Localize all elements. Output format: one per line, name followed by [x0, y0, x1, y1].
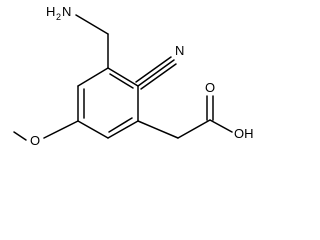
nitrile-group: N [135, 43, 184, 90]
acetic-acid-group: O OH [137, 80, 254, 141]
nitrile-triple-bond-center [137, 59, 175, 87]
bond-ch2-carboxyl [177, 119, 211, 139]
bond-carboxyl-oh [209, 119, 233, 133]
ring-bond-c1-c2 [107, 67, 139, 87]
ring-bond-c4-c5 [77, 120, 109, 139]
bond-ch2-n [75, 14, 109, 35]
ring-bond-c6-c1 [77, 67, 109, 87]
nitrile-triple-bond-lower [140, 63, 177, 90]
ring-double-bond-inner-2 [108, 117, 133, 133]
bond-o-methyl [13, 131, 27, 141]
bond-ring-o [43, 120, 79, 139]
methoxy-group: O [13, 120, 79, 148]
amine-h-label: H [46, 4, 55, 19]
benzene-ring [77, 67, 139, 139]
amine-h-count: 2 [56, 12, 61, 22]
aminomethyl-group: H 2 N [46, 4, 109, 69]
amine-n-label: N [62, 4, 71, 19]
hydroxyl-label: OH [234, 126, 254, 141]
nitrile-triple-bond-upper [135, 56, 172, 83]
ring-bond-c3-c4 [107, 120, 139, 139]
carbonyl-o-label: O [205, 80, 215, 95]
structure-canvas: H 2 N N O OH O [13, 4, 254, 148]
nitrile-n-label: N [175, 43, 184, 58]
bond-ring-ch2-acid [137, 120, 179, 139]
ether-o-label: O [30, 133, 40, 148]
ring-double-bond-inner-1 [109, 73, 134, 89]
